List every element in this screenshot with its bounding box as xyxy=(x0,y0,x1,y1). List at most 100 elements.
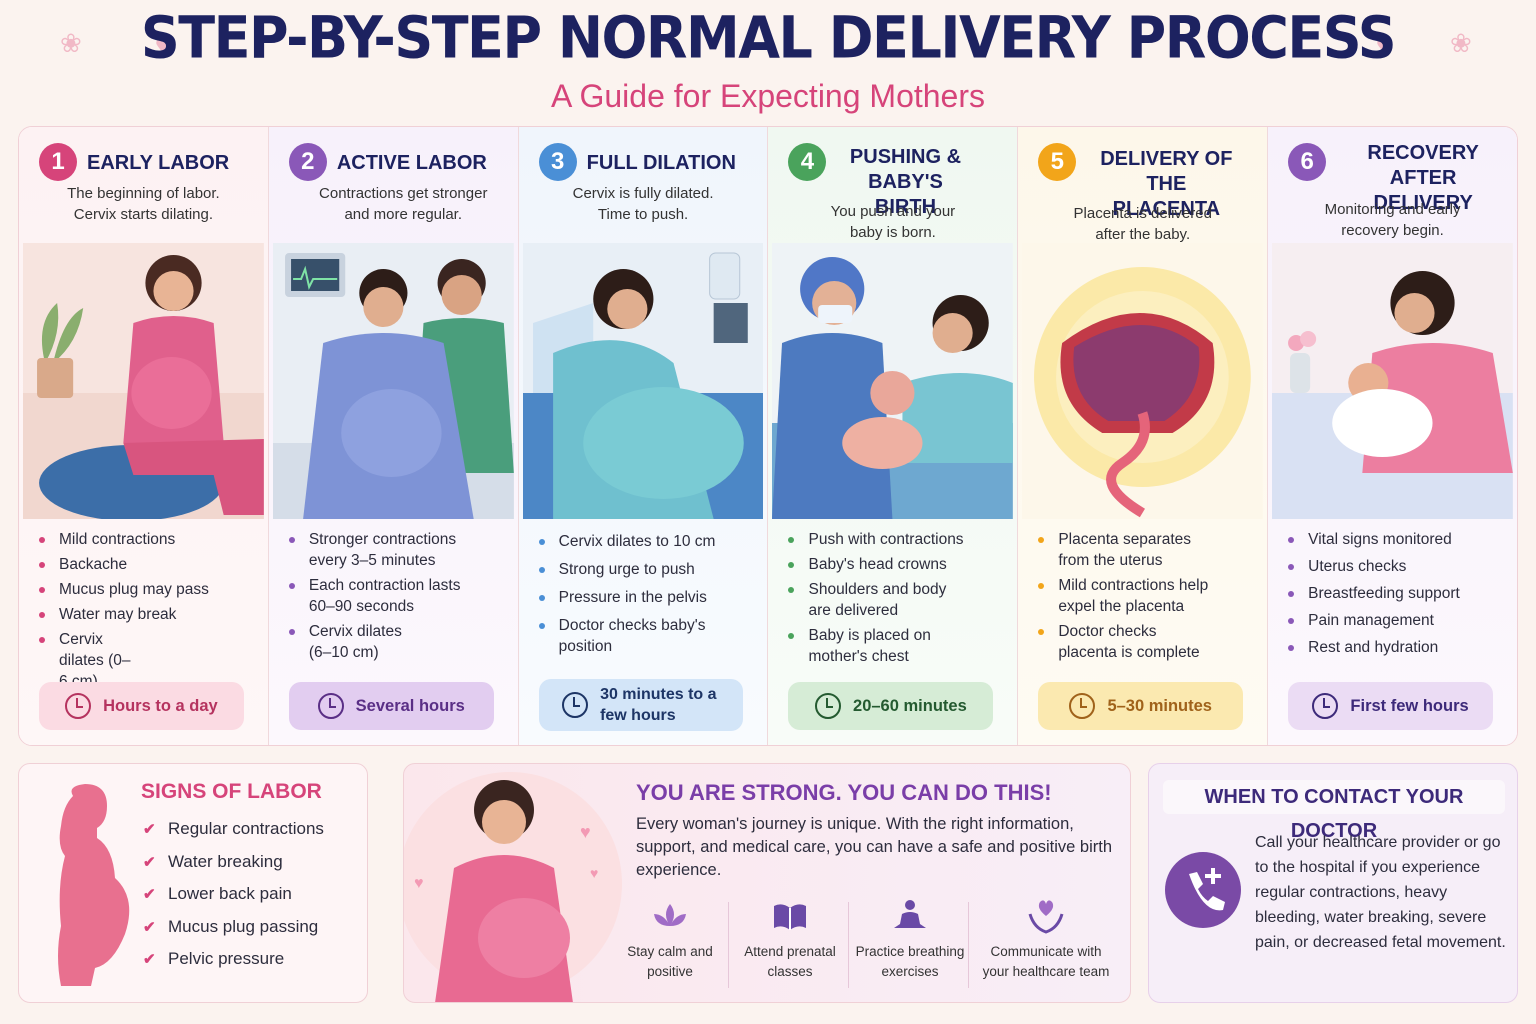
encouragement-title: YOU ARE STRONG. YOU CAN DO THIS! xyxy=(636,780,1052,805)
step-description: The beginning of labor. Cervix starts di… xyxy=(67,185,220,223)
sign-item: ✔Lower back pain xyxy=(143,884,292,903)
phone-plus-icon xyxy=(1165,852,1241,928)
bullet: Mild contractions xyxy=(39,529,262,550)
check-icon: ✔ xyxy=(143,918,156,936)
steps-panel: 1 EARLY LABOR The beginning of labor. Ce… xyxy=(18,126,1518,746)
header: ❀ ♥ ♥ ❀ STEP-BY-STEP NORMAL DELIVERY PRO… xyxy=(0,0,1536,120)
sign-item: ✔Regular contractions xyxy=(143,819,324,838)
bullet: Backache xyxy=(39,554,262,575)
step-title: PUSHING & BABY'S BIRTH xyxy=(849,146,962,218)
step-number: 5 xyxy=(1038,143,1077,181)
page-subtitle: A Guide for Expecting Mothers xyxy=(551,78,985,114)
signs-list: ✔Regular contractions ✔Water breaking ✔L… xyxy=(143,818,324,981)
check-icon: ✔ xyxy=(143,821,156,838)
birth-illustration xyxy=(772,243,1014,519)
heart-icon: ♥ xyxy=(155,30,171,60)
step-bullets: Vital signs monitored Uterus checks Brea… xyxy=(1288,529,1511,662)
bullet: Vital signs monitored xyxy=(1288,529,1511,550)
step-bullets: Cervix dilates to 10 cm Strong urge to p… xyxy=(538,531,762,661)
bullet: Each contraction lasts 60–90 seconds xyxy=(288,575,469,617)
tip-breathing: Practice breathing exercises xyxy=(850,896,970,982)
duration-badge: First few hours xyxy=(1288,682,1493,730)
bullet: Cervix dilates to 10 cm xyxy=(538,531,762,552)
step-number: 6 xyxy=(1288,143,1327,181)
check-icon: ✔ xyxy=(143,853,156,871)
heart-icon: ♥ xyxy=(1376,30,1392,60)
lotus-icon xyxy=(654,904,686,926)
sign-item: ✔Water breaking xyxy=(143,851,283,871)
duration-badge: 5–30 minutes xyxy=(1038,682,1244,730)
step-number: 1 xyxy=(39,143,77,181)
contact-doctor-panel: WHEN TO CONTACT YOUR DOCTOR Call your he… xyxy=(1148,763,1518,1003)
step-title: FULL DILATION xyxy=(586,152,736,174)
step-description: You push and your baby is born. xyxy=(830,203,956,241)
bullet: Baby's head crowns xyxy=(788,554,1011,575)
bullet: Mucus plug may pass xyxy=(39,579,262,600)
step-bullets: Push with contractions Baby's head crown… xyxy=(788,529,1011,671)
meditation-icon xyxy=(894,900,926,928)
divider xyxy=(968,902,969,988)
page-title: STEP-BY-STEP NORMAL DELIVERY PROCESS xyxy=(140,3,1397,72)
step-title: DELIVERY OF THE PLACENTA xyxy=(1100,148,1233,220)
bullet: Doctor checks placenta is complete xyxy=(1038,621,1218,663)
sign-item: ✔Pelvic pressure xyxy=(143,949,285,968)
bullet: Pain management xyxy=(1288,610,1511,631)
step-recovery: 6 RECOVERY AFTER DELIVERY Monitoring and… xyxy=(1268,127,1517,745)
step-pushing-birth: 4 PUSHING & BABY'S BIRTH You push and yo… xyxy=(768,127,1019,745)
full-dilation-illustration xyxy=(522,243,764,519)
bullet: Breastfeeding support xyxy=(1288,583,1511,604)
pregnant-silhouette-icon xyxy=(58,784,130,986)
bullet: Water may break xyxy=(39,604,262,625)
placenta-illustration xyxy=(1022,243,1264,519)
svg-text:♥: ♥ xyxy=(580,822,591,842)
divider xyxy=(848,902,849,988)
check-icon: ✔ xyxy=(143,886,156,903)
encouragement-panel: ♥ ♥ ♥ YOU ARE STRONG. YOU CAN DO THIS! E… xyxy=(403,763,1131,1003)
early-labor-illustration xyxy=(23,243,264,519)
tip-prenatal-classes: Attend prenatal classes xyxy=(730,896,850,982)
clock-icon xyxy=(317,693,344,719)
step-bullets: Mild contractions Backache Mucus plug ma… xyxy=(39,529,262,696)
step-title: RECOVERY AFTER DELIVERY xyxy=(1367,142,1479,214)
step-description: Monitoring and early recovery begin. xyxy=(1324,201,1461,239)
bullet: Placenta separates from the uterus xyxy=(1038,529,1208,571)
step-active-labor: 2 ACTIVE LABOR Contractions get stronger… xyxy=(268,127,519,745)
tip-stay-calm: Stay calm and positive xyxy=(610,896,730,982)
duration-badge: Hours to a day xyxy=(39,682,244,730)
step-placenta: 5 DELIVERY OF THE PLACENTA Placenta is d… xyxy=(1018,127,1269,745)
signs-title: SIGNS OF LABOR xyxy=(141,780,322,803)
contact-title: WHEN TO CONTACT YOUR DOCTOR xyxy=(1163,780,1505,842)
bullet: Pressure in the pelvis xyxy=(538,587,762,608)
mother-illustration: ♥ ♥ ♥ xyxy=(404,772,622,1002)
tip-communicate: Communicate with your healthcare team xyxy=(980,896,1112,982)
step-number: 4 xyxy=(788,143,827,181)
bullet: Strong urge to push xyxy=(538,559,762,580)
step-title: ACTIVE LABOR xyxy=(336,152,487,174)
check-icon: ✔ xyxy=(143,951,156,968)
bullet: Baby is placed on mother's chest xyxy=(788,625,948,667)
step-number: 2 xyxy=(288,143,327,181)
step-description: Contractions get stronger and more regul… xyxy=(319,185,488,223)
clock-icon xyxy=(562,692,589,718)
duration-badge: 30 minutes to a few hours xyxy=(538,679,744,731)
duration-badge: Several hours xyxy=(288,682,494,730)
clock-icon xyxy=(1069,693,1096,719)
clock-icon xyxy=(815,693,842,719)
step-early-labor: 1 EARLY LABOR The beginning of labor. Ce… xyxy=(19,127,269,745)
sign-item: ✔Mucus plug passing xyxy=(143,916,319,936)
step-full-dilation: 3 FULL DILATION Cervix is fully dilated.… xyxy=(518,127,769,745)
bullet: Mild contractions help expel the placent… xyxy=(1038,575,1228,617)
bullet: Shoulders and body are delivered xyxy=(788,579,958,621)
bullet: Uterus checks xyxy=(1288,556,1511,577)
active-labor-illustration xyxy=(272,243,514,519)
divider xyxy=(728,902,729,988)
encouragement-text: Every woman's journey is unique. With th… xyxy=(636,815,1113,879)
recovery-illustration xyxy=(1272,243,1513,519)
bullet: Rest and hydration xyxy=(1288,637,1511,658)
step-description: Cervix is fully dilated. Time to push. xyxy=(572,185,714,223)
bullet: Stronger contractions every 3–5 minutes xyxy=(288,529,469,571)
step-bullets: Placenta separates from the uterus Mild … xyxy=(1038,529,1261,667)
step-description: Placenta is delivered after the baby. xyxy=(1073,205,1212,243)
clock-icon xyxy=(1312,693,1339,719)
clock-icon xyxy=(65,693,92,719)
